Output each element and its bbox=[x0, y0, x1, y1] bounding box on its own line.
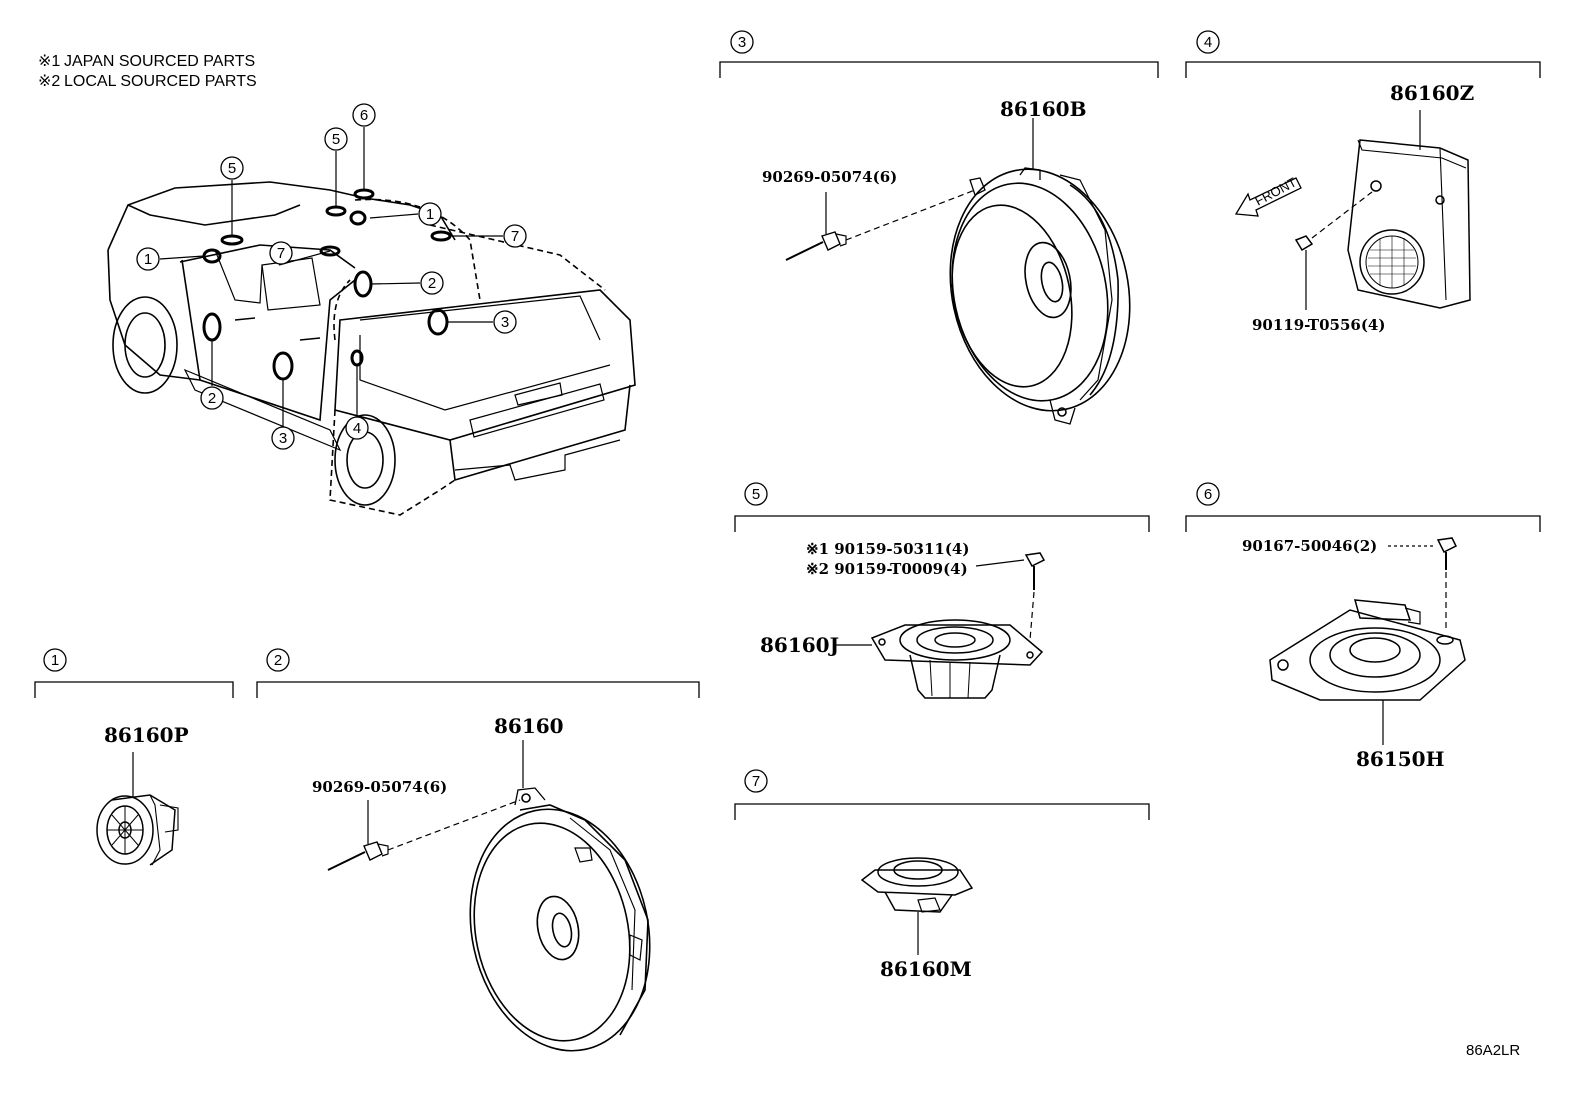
svg-text:3: 3 bbox=[501, 314, 509, 331]
svg-text:7: 7 bbox=[511, 228, 519, 245]
svg-text:4: 4 bbox=[353, 420, 361, 437]
svg-text:2: 2 bbox=[208, 390, 216, 407]
group-5-tweeter bbox=[836, 552, 1046, 699]
note-1-mark: ※1 bbox=[38, 53, 60, 70]
part-86160J: 86160J bbox=[760, 633, 839, 657]
group-header-numbers: 3 4 5 6 7 1 2 bbox=[51, 34, 1212, 790]
callout-1-right: 1 bbox=[418, 202, 442, 226]
truck-callouts: 1 1 2 2 3 3 4 5 5 6 7 7 bbox=[136, 103, 527, 450]
part-90159-T0009: ※2 90159-T0009(4) bbox=[806, 560, 968, 578]
group-1-labels: 86160P bbox=[104, 723, 189, 747]
group-2-number: 2 bbox=[274, 652, 282, 669]
group-4-labels: 86160Z 90119-T0556(4) FRONT bbox=[1252, 81, 1474, 334]
part-90159-50311: ※1 90159-50311(4) bbox=[806, 540, 969, 558]
truck-overview bbox=[107, 181, 636, 516]
note-1-text: JAPAN SOURCED PARTS bbox=[64, 53, 255, 70]
callout-7-left: 7 bbox=[269, 241, 293, 265]
part-86160P: 86160P bbox=[104, 723, 189, 747]
group-1-number: 1 bbox=[51, 652, 59, 669]
group-1-tweeter bbox=[96, 752, 179, 866]
position-5-left bbox=[220, 234, 244, 246]
callout-3-left: 3 bbox=[271, 426, 295, 450]
group-6-number: 6 bbox=[1204, 486, 1212, 503]
group-4-amplifier bbox=[1234, 110, 1471, 310]
group-7-number: 7 bbox=[752, 773, 760, 790]
position-1-right bbox=[349, 210, 367, 226]
position-7-right bbox=[430, 230, 452, 242]
note-2-text: LOCAL SOURCED PARTS bbox=[64, 73, 257, 90]
position-3-right-rear bbox=[427, 308, 449, 336]
note-2-mark: ※2 bbox=[38, 73, 60, 90]
position-2-front-door bbox=[202, 312, 222, 342]
group-7-tweeter bbox=[860, 857, 974, 955]
part-86160Z: 86160Z bbox=[1390, 81, 1474, 105]
svg-text:5: 5 bbox=[228, 160, 236, 177]
callout-6: 6 bbox=[352, 103, 376, 127]
group-2-speaker bbox=[327, 740, 651, 1052]
group-5-number: 5 bbox=[752, 486, 760, 503]
callout-2-left: 2 bbox=[200, 386, 224, 410]
part-86160: 86160 bbox=[494, 714, 564, 738]
diagram-code: 86A2LR bbox=[1466, 1042, 1520, 1059]
callout-5-right: 5 bbox=[324, 127, 348, 151]
position-3-rear-door bbox=[272, 351, 294, 381]
svg-text:2: 2 bbox=[428, 275, 436, 292]
part-90269-05074-g2: 90269-05074(6) bbox=[312, 778, 447, 796]
part-90119-T0556: 90119-T0556(4) bbox=[1252, 316, 1385, 334]
position-2-right-door bbox=[353, 270, 373, 298]
part-90167-50046: 90167-50046(2) bbox=[1242, 537, 1377, 555]
group-3-labels: 86160B 90269-05074(6) bbox=[762, 97, 1086, 186]
part-90269-05074-g3: 90269-05074(6) bbox=[762, 168, 897, 186]
group-6-labels: 90167-50046(2) 86150H bbox=[1242, 537, 1444, 771]
speaker-positions bbox=[202, 188, 452, 381]
group-7-labels: 86160M bbox=[880, 957, 972, 981]
callout-3-right: 3 bbox=[493, 310, 517, 334]
callout-7-right: 7 bbox=[503, 224, 527, 248]
front-arrow-label: FRONT bbox=[1252, 174, 1299, 208]
position-6 bbox=[353, 188, 375, 200]
callout-leaders bbox=[159, 127, 503, 426]
callout-4: 4 bbox=[345, 416, 369, 440]
callout-1-left: 1 bbox=[136, 247, 160, 271]
svg-text:7: 7 bbox=[277, 245, 285, 262]
position-5-right bbox=[325, 205, 347, 217]
svg-text:1: 1 bbox=[144, 251, 152, 268]
group-4-number: 4 bbox=[1204, 34, 1212, 51]
position-4 bbox=[350, 349, 364, 367]
group-headers bbox=[34, 30, 1541, 820]
svg-text:3: 3 bbox=[279, 430, 287, 447]
svg-text:1: 1 bbox=[426, 206, 434, 223]
part-86160B: 86160B bbox=[1000, 97, 1086, 121]
part-86160M: 86160M bbox=[880, 957, 972, 981]
svg-text:6: 6 bbox=[360, 107, 368, 124]
group-5-labels: 86160J ※1 90159-50311(4) ※2 90159-T0009(… bbox=[760, 540, 969, 657]
group-3-speaker bbox=[785, 118, 1131, 425]
callout-5-left: 5 bbox=[220, 156, 244, 180]
sourcing-notes: ※1 JAPAN SOURCED PARTS ※2 LOCAL SOURCED … bbox=[38, 53, 257, 90]
svg-text:5: 5 bbox=[332, 131, 340, 148]
position-7-center bbox=[319, 245, 341, 257]
group-6-speaker bbox=[1269, 537, 1466, 745]
group-3-number: 3 bbox=[738, 34, 746, 51]
callout-2-right: 2 bbox=[420, 271, 444, 295]
part-86150H: 86150H bbox=[1356, 747, 1444, 771]
group-2-labels: 86160 90269-05074(6) bbox=[312, 714, 564, 796]
